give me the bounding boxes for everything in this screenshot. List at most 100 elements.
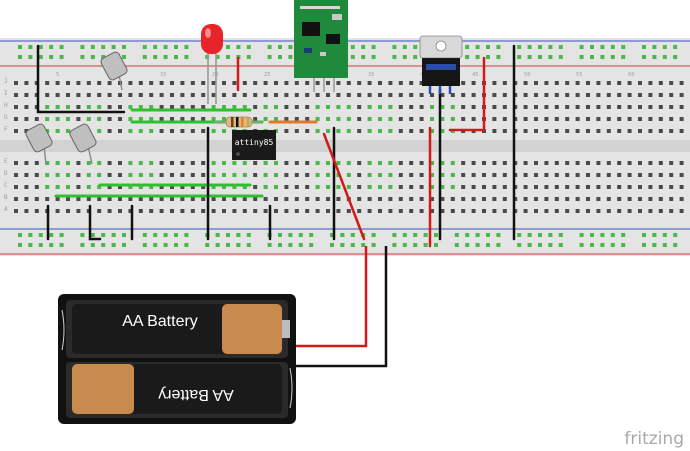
breadboard-hole bbox=[586, 93, 590, 97]
breadboard-hole bbox=[575, 93, 580, 97]
breadboard-hole bbox=[242, 81, 247, 85]
breadboard-hole bbox=[138, 105, 143, 109]
breadboard-hole bbox=[294, 209, 299, 213]
breadboard-hole bbox=[534, 209, 538, 213]
breadboard-hole bbox=[159, 93, 164, 97]
breadboard-hole bbox=[211, 209, 216, 213]
breadboard-hole bbox=[232, 81, 237, 85]
breadboard-hole bbox=[648, 209, 653, 213]
breadboard-hole bbox=[253, 161, 258, 165]
breadboard-hole bbox=[392, 243, 397, 247]
breadboard-hole bbox=[253, 105, 258, 109]
wire-black-b bbox=[88, 204, 102, 241]
breadboard-hole bbox=[534, 161, 538, 165]
breadboard-hole bbox=[679, 197, 684, 201]
breadboard-hole bbox=[627, 209, 632, 213]
breadboard-hole bbox=[211, 173, 216, 177]
breadboard-hole bbox=[222, 129, 226, 133]
wire-black-topleft bbox=[36, 44, 126, 114]
breadboard-hole bbox=[471, 197, 476, 201]
breadboard-hole bbox=[440, 173, 445, 177]
breadboard-hole bbox=[174, 233, 178, 237]
breadboard-hole bbox=[392, 233, 397, 237]
breadboard-hole bbox=[326, 129, 330, 133]
breadboard-hole bbox=[138, 129, 143, 133]
breadboard-hole bbox=[610, 233, 615, 237]
breadboard-hole bbox=[107, 117, 112, 121]
breadboard-hole bbox=[388, 161, 393, 165]
breadboard-hole bbox=[315, 105, 320, 109]
breadboard-hole bbox=[600, 45, 605, 49]
breadboard-hole bbox=[170, 81, 174, 85]
breadboard-hole bbox=[49, 45, 54, 49]
breadboard-hole bbox=[326, 93, 330, 97]
green-pcb-module bbox=[294, 0, 348, 92]
breadboard-hole bbox=[263, 93, 268, 97]
breadboard-hole bbox=[371, 45, 376, 49]
breadboard-hole bbox=[502, 81, 507, 85]
breadboard-hole bbox=[107, 105, 112, 109]
breadboard-hole bbox=[24, 81, 29, 85]
breadboard-hole bbox=[586, 161, 590, 165]
breadboard-hole bbox=[28, 45, 33, 49]
breadboard-hole bbox=[153, 55, 158, 59]
breadboard-hole bbox=[153, 243, 158, 247]
breadboard-hole bbox=[575, 197, 580, 201]
resistor bbox=[214, 116, 262, 128]
breadboard-hole bbox=[461, 81, 466, 85]
breadboard-hole bbox=[554, 117, 559, 121]
breadboard-hole bbox=[118, 105, 122, 109]
breadboard-hole bbox=[274, 185, 278, 189]
breadboard-hole bbox=[367, 197, 372, 201]
breadboard-hole bbox=[49, 55, 54, 59]
breadboard-hole bbox=[138, 117, 143, 121]
breadboard-hole bbox=[128, 185, 133, 189]
breadboard-hole bbox=[59, 243, 64, 247]
breadboard-hole bbox=[398, 161, 403, 165]
breadboard-hole bbox=[190, 173, 195, 177]
breadboard-hole bbox=[398, 173, 403, 177]
breadboard-hole bbox=[492, 185, 497, 189]
breadboard-hole bbox=[617, 93, 622, 97]
breadboard-hole bbox=[679, 185, 684, 189]
breadboard-hole bbox=[679, 81, 684, 85]
breadboard-hole bbox=[679, 117, 684, 121]
breadboard-hole bbox=[471, 117, 476, 121]
breadboard-hole bbox=[80, 45, 85, 49]
battery-top-copper bbox=[222, 304, 282, 354]
breadboard-hole bbox=[669, 161, 674, 165]
breadboard-hole bbox=[409, 161, 414, 165]
breadboard-hole bbox=[621, 243, 626, 247]
breadboard-hole bbox=[170, 197, 174, 201]
breadboard-hole bbox=[554, 129, 559, 133]
breadboard-hole bbox=[586, 129, 590, 133]
breadboard-hole bbox=[128, 129, 133, 133]
breadboard-hole bbox=[305, 185, 310, 189]
breadboard-hole bbox=[658, 197, 663, 201]
breadboard-hole bbox=[14, 117, 18, 121]
breadboard-hole bbox=[679, 173, 684, 177]
breadboard-hole bbox=[128, 117, 133, 121]
breadboard-hole bbox=[45, 185, 50, 189]
breadboard-hole bbox=[284, 209, 289, 213]
breadboard-hole bbox=[461, 197, 466, 201]
breadboard-hole bbox=[97, 129, 102, 133]
breadboard-hole bbox=[326, 209, 330, 213]
breadboard-hole bbox=[284, 93, 289, 97]
breadboard-hole bbox=[461, 117, 466, 121]
breadboard-hole bbox=[346, 81, 351, 85]
breadboard-hole bbox=[440, 161, 445, 165]
breadboard-hole bbox=[402, 45, 407, 49]
breadboard-hole bbox=[454, 243, 459, 247]
breadboard-hole bbox=[350, 243, 355, 247]
breadboard-hole bbox=[201, 93, 206, 97]
breadboard-hole bbox=[419, 93, 424, 97]
breadboard-hole bbox=[274, 197, 278, 201]
breadboard-hole bbox=[128, 173, 133, 177]
battery-lead-black bbox=[296, 246, 388, 368]
breadboard-hole bbox=[638, 173, 642, 177]
breadboard-hole bbox=[461, 161, 466, 165]
breadboard-hole bbox=[184, 45, 189, 49]
breadboard-hole bbox=[28, 243, 33, 247]
breadboard-hole bbox=[66, 209, 70, 213]
